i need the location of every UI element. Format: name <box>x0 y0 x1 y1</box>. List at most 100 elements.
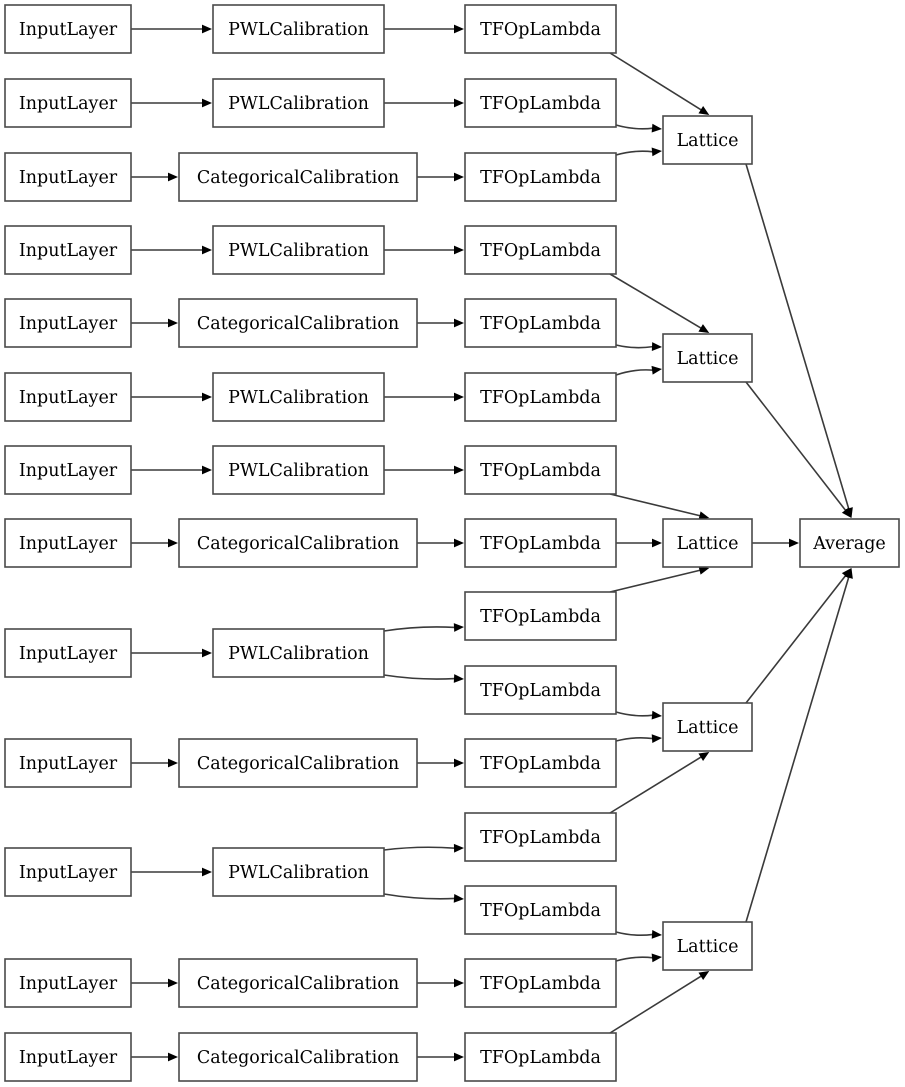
node-box[interactable] <box>4 78 132 128</box>
node-tfop-lambda-tf3[interactable]: TFOpLambda <box>464 152 617 202</box>
node-box[interactable] <box>212 225 385 275</box>
node-box[interactable] <box>464 445 617 495</box>
node-categorical-calibration-cal5[interactable]: CategoricalCalibration <box>178 298 418 348</box>
node-box[interactable] <box>4 628 132 678</box>
node-tfop-lambda-tf2[interactable]: TFOpLambda <box>464 78 617 128</box>
node-input-layer-in10[interactable]: InputLayer <box>4 738 132 788</box>
node-box[interactable] <box>464 1032 617 1082</box>
node-input-layer-in9[interactable]: InputLayer <box>4 628 132 678</box>
node-box[interactable] <box>464 152 617 202</box>
node-box[interactable] <box>4 958 132 1008</box>
node-box[interactable] <box>4 518 132 568</box>
node-input-layer-in1[interactable]: InputLayer <box>4 4 132 54</box>
node-box[interactable] <box>4 4 132 54</box>
node-pwlcalibration-cal6[interactable]: PWLCalibration <box>212 372 385 422</box>
node-box[interactable] <box>464 372 617 422</box>
node-box[interactable] <box>4 445 132 495</box>
node-box[interactable] <box>4 225 132 275</box>
node-box[interactable] <box>662 333 753 383</box>
node-tfop-lambda-tf7[interactable]: TFOpLambda <box>464 445 617 495</box>
node-box[interactable] <box>4 152 132 202</box>
node-tfop-lambda-tf6[interactable]: TFOpLambda <box>464 372 617 422</box>
node-tfop-lambda-tf10[interactable]: TFOpLambda <box>464 665 617 715</box>
node-lattice-lat2[interactable]: Lattice <box>662 333 753 383</box>
node-categorical-calibration-cal8[interactable]: CategoricalCalibration <box>178 518 418 568</box>
node-label: PWLCalibration <box>228 94 369 114</box>
edge-lattice-to-average <box>745 163 853 518</box>
node-tfop-lambda-tf1[interactable]: TFOpLambda <box>464 4 617 54</box>
node-label: CategoricalCalibration <box>197 534 399 554</box>
node-box[interactable] <box>799 518 900 568</box>
node-pwlcalibration-cal2[interactable]: PWLCalibration <box>212 78 385 128</box>
node-box[interactable] <box>212 78 385 128</box>
node-tfop-lambda-tf9[interactable]: TFOpLambda <box>464 591 617 641</box>
node-tfop-lambda-tf15[interactable]: TFOpLambda <box>464 1032 617 1082</box>
node-tfop-lambda-tf12[interactable]: TFOpLambda <box>464 812 617 862</box>
node-box[interactable] <box>212 847 385 897</box>
node-box[interactable] <box>212 4 385 54</box>
node-pwlcalibration-cal4[interactable]: PWLCalibration <box>212 225 385 275</box>
node-pwlcalibration-cal9[interactable]: PWLCalibration <box>212 628 385 678</box>
node-input-layer-in6[interactable]: InputLayer <box>4 372 132 422</box>
node-lattice-lat5[interactable]: Lattice <box>662 921 753 971</box>
node-box[interactable] <box>464 665 617 715</box>
node-lattice-lat3[interactable]: Lattice <box>662 518 753 568</box>
node-categorical-calibration-cal10[interactable]: CategoricalCalibration <box>178 738 418 788</box>
node-pwlcalibration-cal11[interactable]: PWLCalibration <box>212 847 385 897</box>
node-box[interactable] <box>4 847 132 897</box>
node-box[interactable] <box>178 1032 418 1082</box>
node-tfop-lambda-tf5[interactable]: TFOpLambda <box>464 298 617 348</box>
node-box[interactable] <box>4 738 132 788</box>
edge-input-layer-to-categorical-calibration <box>131 978 178 988</box>
node-box[interactable] <box>464 812 617 862</box>
node-box[interactable] <box>178 298 418 348</box>
node-box[interactable] <box>464 738 617 788</box>
node-label: TFOpLambda <box>480 20 601 40</box>
node-tfop-lambda-tf13[interactable]: TFOpLambda <box>464 885 617 935</box>
node-box[interactable] <box>178 152 418 202</box>
node-input-layer-in12[interactable]: InputLayer <box>4 958 132 1008</box>
node-input-layer-in7[interactable]: InputLayer <box>4 445 132 495</box>
node-input-layer-in4[interactable]: InputLayer <box>4 225 132 275</box>
node-box[interactable] <box>662 518 753 568</box>
node-box[interactable] <box>464 4 617 54</box>
node-box[interactable] <box>662 921 753 971</box>
node-box[interactable] <box>212 445 385 495</box>
node-box[interactable] <box>662 702 753 752</box>
node-box[interactable] <box>662 115 753 165</box>
node-input-layer-in11[interactable]: InputLayer <box>4 847 132 897</box>
node-categorical-calibration-cal13[interactable]: CategoricalCalibration <box>178 1032 418 1082</box>
node-input-layer-in5[interactable]: InputLayer <box>4 298 132 348</box>
node-input-layer-in3[interactable]: InputLayer <box>4 152 132 202</box>
node-box[interactable] <box>212 372 385 422</box>
node-tfop-lambda-tf8[interactable]: TFOpLambda <box>464 518 617 568</box>
node-box[interactable] <box>4 298 132 348</box>
node-box[interactable] <box>178 518 418 568</box>
node-categorical-calibration-cal12[interactable]: CategoricalCalibration <box>178 958 418 1008</box>
node-pwlcalibration-cal7[interactable]: PWLCalibration <box>212 445 385 495</box>
node-input-layer-in13[interactable]: InputLayer <box>4 1032 132 1082</box>
node-box[interactable] <box>178 958 418 1008</box>
node-box[interactable] <box>464 885 617 935</box>
node-box[interactable] <box>464 225 617 275</box>
node-lattice-lat4[interactable]: Lattice <box>662 702 753 752</box>
node-box[interactable] <box>178 738 418 788</box>
node-box[interactable] <box>464 518 617 568</box>
node-tfop-lambda-tf4[interactable]: TFOpLambda <box>464 225 617 275</box>
node-box[interactable] <box>212 628 385 678</box>
node-categorical-calibration-cal3[interactable]: CategoricalCalibration <box>178 152 418 202</box>
node-pwlcalibration-cal1[interactable]: PWLCalibration <box>212 4 385 54</box>
node-box[interactable] <box>464 78 617 128</box>
node-input-layer-in8[interactable]: InputLayer <box>4 518 132 568</box>
node-box[interactable] <box>464 298 617 348</box>
node-box[interactable] <box>4 372 132 422</box>
node-box[interactable] <box>4 1032 132 1082</box>
node-lattice-lat1[interactable]: Lattice <box>662 115 753 165</box>
node-tfop-lambda-tf11[interactable]: TFOpLambda <box>464 738 617 788</box>
node-average-avg[interactable]: Average <box>799 518 900 568</box>
node-input-layer-in2[interactable]: InputLayer <box>4 78 132 128</box>
node-box[interactable] <box>464 958 617 1008</box>
node-box[interactable] <box>464 591 617 641</box>
node-tfop-lambda-tf14[interactable]: TFOpLambda <box>464 958 617 1008</box>
edge-tfop-lambda-to-lattice <box>609 566 710 593</box>
